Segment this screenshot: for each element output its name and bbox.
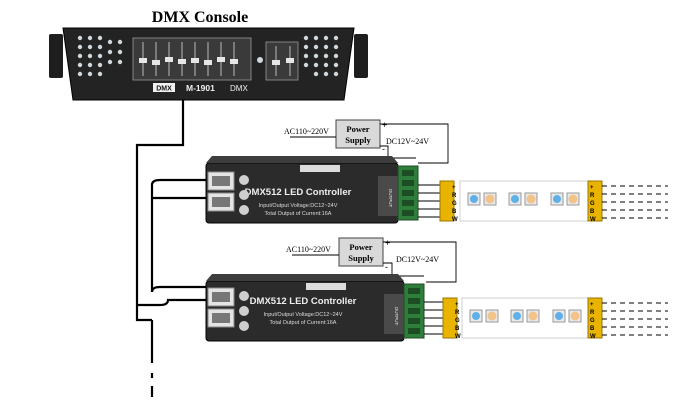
strip-1-end-pin-labels: + R G B W: [590, 185, 596, 223]
strip-2-pin-w: W: [455, 334, 461, 340]
power-minus-sign-1: -: [382, 144, 385, 154]
dmx-console: DMX M-1901 DMX: [49, 27, 368, 101]
strip-1-leds: [467, 192, 580, 206]
controller-2-name: DMX512 LED Controller: [250, 296, 357, 307]
strip-2-leds: [469, 309, 582, 323]
strip-2-end-pin-w: W: [590, 334, 596, 340]
diagram-title: DMX Console: [152, 9, 248, 26]
power-plus-sign-2: +: [385, 238, 390, 248]
controller-2-port-out-socket: [212, 313, 230, 323]
strip-1-connector: [439, 180, 455, 222]
strip-2-pin-g: G: [455, 318, 460, 324]
console-rack-ear-left: [49, 34, 63, 78]
controller-2-dial-3: [239, 321, 249, 331]
strip-2-continuation-wires: [602, 302, 668, 336]
controller-1-current: Total Output of Current:16A: [265, 211, 332, 217]
dmx512-led-controller-1: Power Supply AC110~220V DC12V~24V + - DM…: [205, 119, 668, 224]
console-model-suffix: DMX: [230, 84, 248, 93]
controller-2-output-wires: [424, 301, 443, 335]
strip-2-pin-r: R: [455, 310, 460, 316]
dmx512-led-controller-2: Power Supply AC110~220V DC12V~24V + - DM…: [205, 237, 668, 342]
console-brand-badge-box: [153, 83, 175, 92]
console-brand-badge: DMX: [156, 86, 172, 93]
controller-2-dial-2: [239, 306, 249, 316]
console-left-buttons: [77, 35, 123, 77]
ac-input-label-2: AC110~220V: [286, 245, 331, 254]
strip-1-continuation-wires: [602, 185, 668, 219]
dmx-signal-cable: [135, 100, 206, 397]
strip-1-end-pin-b: B: [590, 209, 595, 215]
console-model: M-1901: [186, 83, 215, 93]
strip-2-pin-labels: + R G B W: [455, 302, 461, 340]
console-right-buttons: [303, 35, 339, 77]
dc-output-label-2: DC12V~24V: [396, 255, 439, 264]
strip-2-connector: [442, 297, 458, 339]
power-supply-1-box: [335, 119, 381, 149]
power-minus-sign-2: -: [385, 262, 388, 272]
strip-1-end-pin-r: R: [590, 193, 595, 199]
power-supply-2-box: [338, 237, 384, 267]
controller-2-dial-1: [239, 291, 249, 301]
strip-2-end-connector: [587, 297, 603, 339]
controller-1-name: DMX512 LED Controller: [245, 187, 352, 198]
strip-1-pin-b: B: [452, 209, 457, 215]
console-master-faders: [257, 41, 299, 81]
strip-2-tape: [461, 297, 589, 339]
power-wires-2: [292, 241, 457, 283]
power-supply-2-label-line1: Power: [349, 242, 372, 252]
strip-1-end-pin-w: W: [590, 217, 596, 223]
controller-1-port-in-socket: [212, 176, 230, 186]
controller-2-top-lip: [206, 274, 404, 281]
strip-1-pin-g: G: [452, 201, 457, 207]
strip-1-pin-r: R: [452, 193, 457, 199]
strip-2-pin-b: B: [455, 326, 460, 332]
controller-1-terminal-screws: [402, 170, 414, 216]
controller-1-dial-1: [239, 175, 249, 185]
strip-2-end-pin-labels: + R G B W: [590, 302, 596, 340]
power-wires-1: [290, 123, 449, 164]
dc-output-label-1: DC12V~24V: [386, 137, 429, 146]
controller-1-output-panel: [378, 176, 398, 216]
controller-2-current: Total Output of Current:16A: [270, 320, 337, 326]
power-supply-1-label-line1: Power: [346, 124, 369, 134]
strip-2-end-pin-g: G: [590, 318, 595, 324]
console-fader-knobs: [139, 57, 238, 65]
strip-2-end-pin-plus: +: [590, 302, 594, 308]
controller-2-output-label: OUTPUT: [394, 307, 399, 326]
controller-2-body: [205, 280, 405, 342]
strip-1-end-pin-g: G: [590, 201, 595, 207]
strip-1-pin-labels: + R G B W: [452, 185, 458, 223]
power-supply-2-label-line2: Supply: [348, 253, 374, 263]
controller-1-port-out-socket: [212, 197, 230, 207]
controller-2-port-in-socket: [212, 292, 230, 302]
controller-1-output-label: OUTPUT: [388, 189, 393, 208]
strip-1-pin-w: W: [452, 217, 458, 223]
controller-1-voltage: Input/Output Voltage:DC12~24V: [259, 203, 338, 209]
strip-1-pin-plus: +: [452, 185, 456, 191]
controller-2-dip-label: [306, 283, 346, 290]
console-rack-ear-right: [354, 34, 368, 78]
controller-2-voltage: Input/Output Voltage:DC12~24V: [264, 312, 343, 318]
controller-1-top-lip: [206, 156, 398, 163]
controller-2-terminal-screws: [408, 288, 420, 334]
strip-2-end-pin-r: R: [590, 310, 595, 316]
power-plus-sign-1: +: [382, 120, 387, 130]
controller-1-output-wires: [418, 184, 440, 218]
controller-1-dip-label: [300, 165, 340, 172]
controller-2-output-panel: [384, 294, 404, 334]
strip-2-pin-plus: +: [455, 302, 459, 308]
strip-2-end-pin-b: B: [590, 326, 595, 332]
strip-1-end-pin-plus: +: [590, 185, 594, 191]
controller-1-dial-2: [239, 190, 249, 200]
strip-1-end-connector: [587, 180, 603, 222]
controller-1-dial-3: [239, 205, 249, 215]
ac-input-label-1: AC110~220V: [284, 127, 329, 136]
power-supply-1-label-line2: Supply: [345, 135, 371, 145]
